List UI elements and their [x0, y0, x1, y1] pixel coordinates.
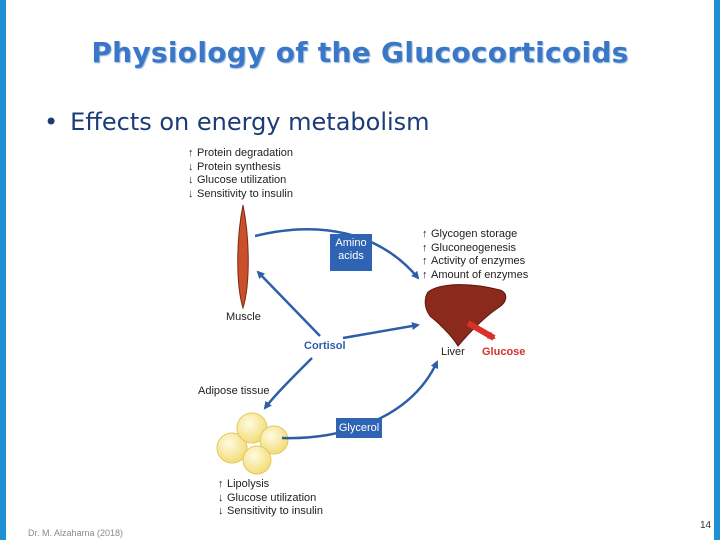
bullet-dot: •: [44, 108, 59, 136]
liver-effects-list: ↑Glycogen storage ↑Gluconeogenesis ↑Acti…: [422, 228, 528, 282]
arrow-muscle-to-liver: [254, 228, 420, 280]
page-number: 14: [700, 520, 712, 531]
muscle-effect-item: ↓Sensitivity to insulin: [188, 187, 293, 200]
adipose-effect-item: ↓Glucose utilization: [218, 491, 317, 504]
left-border-bar: [0, 0, 6, 540]
footer-author: Dr. M. Alzaharna (2018): [28, 528, 124, 538]
adipose-effects-list: ↑Lipolysis ↓Glucose utilization ↓Sensiti…: [218, 478, 323, 519]
arrow-cortisol-to-muscle: [256, 270, 321, 337]
right-border-bar: [714, 0, 720, 540]
liver-effect-item: ↑Gluconeogenesis: [422, 241, 517, 254]
amino-acids-box: Amino acids: [330, 234, 372, 271]
adipose-cells: [216, 412, 289, 475]
liver-shape: [424, 284, 507, 347]
muscle-effect-item: ↑Protein degradation: [188, 147, 294, 159]
muscle-effect-item: ↓Protein synthesis: [188, 160, 281, 173]
bullet-text: Effects on energy metabolism: [70, 108, 430, 136]
adipose-effect-item: ↓Sensitivity to insulin: [218, 505, 323, 518]
liver-label: Liver: [441, 346, 465, 358]
adipose-effect-item: ↑Lipolysis: [218, 478, 270, 490]
bullet-point: • Effects on energy metabolism: [44, 108, 430, 136]
liver-effect-item: ↑Activity of enzymes: [422, 255, 526, 268]
liver-effect-item: ↑Glycogen storage: [422, 228, 518, 240]
muscle-shape: [237, 204, 249, 310]
liver-effect-item: ↑Amount of enzymes: [422, 268, 529, 281]
glucose-label: Glucose: [482, 346, 526, 358]
glucose-arrow: [466, 320, 496, 341]
muscle-label: Muscle: [226, 311, 261, 323]
arrow-cortisol-to-adipose: [263, 357, 313, 410]
adipose-tissue-label: Adipose tissue: [198, 385, 270, 397]
muscle-effects-list: ↑Protein degradation ↓Protein synthesis …: [188, 147, 293, 201]
arrow-cortisol-to-liver: [342, 322, 420, 340]
slide-title: Physiology of the Glucocorticoids: [91, 36, 629, 69]
glycerol-box: Glycerol: [336, 418, 382, 438]
muscle-effect-item: ↓Glucose utilization: [188, 174, 287, 187]
cortisol-label: Cortisol: [304, 340, 346, 352]
